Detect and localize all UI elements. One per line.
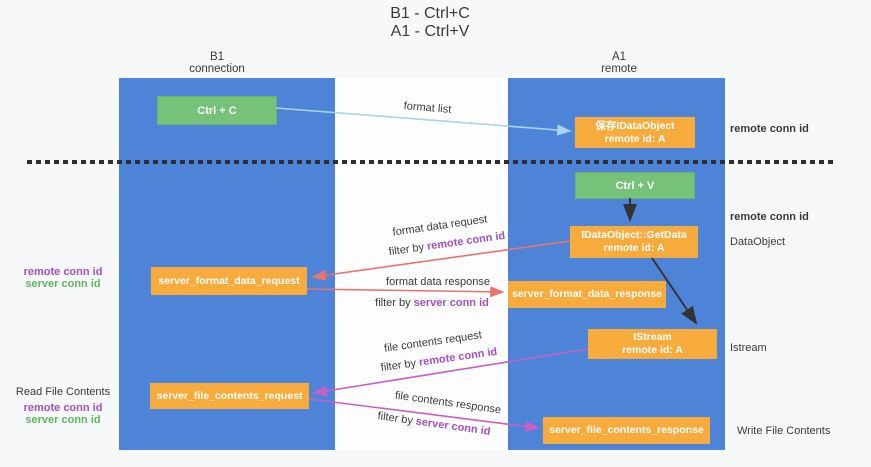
lane-header-b1: B1 connection: [152, 51, 282, 75]
istream-line1: IStream: [633, 331, 672, 343]
server-file-contents-response-label: server_file_contents_response: [549, 424, 704, 436]
lane-b1-name: B1: [209, 51, 225, 63]
save-idataobject-line1: 保存IDataObject: [595, 119, 675, 132]
server-format-data-response-box: server_format_data_response: [508, 281, 666, 308]
idataobject-getdata-line1: IDataObject::GetData: [581, 229, 687, 241]
left-remote-conn-id-2: remote conn id: [23, 402, 103, 414]
server-file-contents-request-label: server_file_contents_request: [156, 389, 303, 402]
lane-b1-subtitle: connection: [189, 63, 245, 75]
istream-box: IStream remote id: A: [588, 329, 717, 359]
server-format-data-request-label: server_format_data_request: [158, 274, 300, 287]
server-format-data-response-label: server_format_data_response: [512, 288, 662, 300]
format-data-response-filter: filter by server conn id: [374, 297, 490, 309]
right-remote-conn-id-mid: remote conn id: [730, 211, 809, 223]
idataobject-getdata-box: IDataObject::GetData remote id: A: [570, 226, 698, 258]
lane-a1-name: A1: [611, 51, 627, 63]
server-conn-id-highlight-2: server conn id: [413, 297, 489, 309]
format-data-response-label: format data response: [386, 276, 490, 288]
server-file-contents-request-box: server_file_contents_request: [150, 383, 309, 409]
left-remote-conn-id-1: remote conn id: [23, 266, 103, 278]
save-idataobject-box: 保存IDataObject remote id: A: [575, 117, 695, 148]
dataobject-label: DataObject: [730, 236, 786, 248]
lane-header-a1: A1 remote: [554, 51, 684, 75]
filter-by-text-2: filter by: [375, 297, 414, 309]
istream-side-label: Istream: [730, 342, 767, 354]
idataobject-getdata-line2: remote id: A: [603, 242, 665, 254]
title-line-2: A1 - Ctrl+V: [390, 23, 470, 40]
write-file-contents-label: Write File Contents: [737, 425, 831, 437]
istream-line2: remote id: A: [622, 344, 683, 356]
read-file-contents-label: Read File Contents: [15, 386, 111, 398]
title-line-1: B1 - Ctrl+C: [390, 5, 470, 22]
left-server-conn-id-2: server conn id: [25, 414, 101, 426]
left-server-conn-id-1: server conn id: [25, 278, 101, 290]
copy-paste-divider-dashed-line: [27, 160, 833, 164]
ctrl-c-label: Ctrl + C: [197, 104, 237, 117]
ctrl-v-box: Ctrl + V: [575, 172, 695, 199]
ctrl-c-box: Ctrl + C: [157, 96, 277, 125]
ctrl-v-label: Ctrl + V: [615, 179, 655, 192]
diagram-title: B1 - Ctrl+C A1 - Ctrl+V: [330, 5, 530, 41]
lane-a1-subtitle: remote: [601, 63, 637, 75]
left-annotation-format-group: remote conn id server conn id: [8, 266, 118, 290]
save-idataobject-line2: remote id: A: [604, 132, 666, 145]
server-file-contents-response-box: server_file_contents_response: [543, 417, 710, 444]
left-annotation-file-group: Read File Contents remote conn id server…: [8, 386, 118, 426]
right-remote-conn-id-top: remote conn id: [730, 123, 809, 135]
server-format-data-request-box: server_format_data_request: [151, 267, 307, 295]
